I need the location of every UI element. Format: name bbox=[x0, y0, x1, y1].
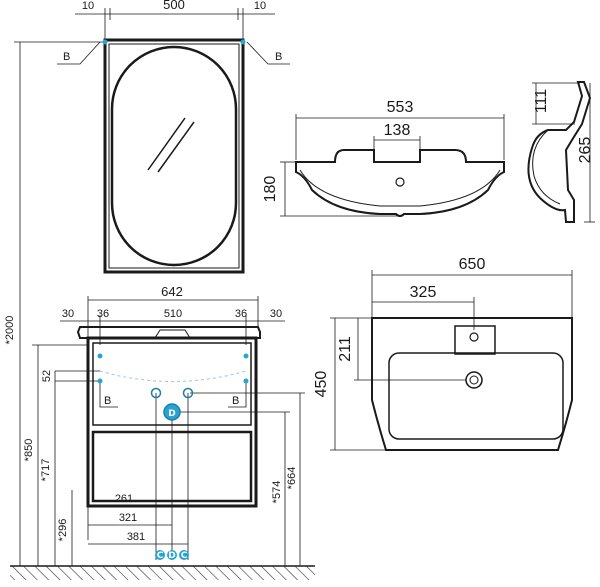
cabinet-view bbox=[32, 296, 305, 566]
mirror-view bbox=[14, 8, 290, 566]
mirror-dim-width: 500 bbox=[163, 0, 185, 12]
cabinet-fixing-points bbox=[97, 353, 249, 384]
basin-side-height: 265 bbox=[577, 137, 594, 164]
legend-marker-1: C bbox=[157, 551, 164, 561]
mirror-frame-inner bbox=[108, 43, 240, 269]
cabinet-section-right: B bbox=[232, 395, 239, 407]
height-574: *574 bbox=[271, 481, 283, 504]
basin-front-height: 180 bbox=[262, 176, 279, 203]
basin-front-profile bbox=[295, 149, 505, 217]
basin-tap-deck bbox=[454, 325, 496, 355]
mirror-frame bbox=[103, 38, 245, 274]
cabinet-basin-top bbox=[76, 326, 261, 339]
basin-top-width: 650 bbox=[459, 256, 486, 273]
basin-side-view bbox=[527, 81, 595, 223]
cabinet-dim-4: 36 bbox=[235, 308, 247, 320]
basin-top-bowl bbox=[388, 352, 564, 440]
basin-side-profile bbox=[527, 81, 592, 223]
floor-hatch bbox=[10, 566, 315, 580]
legend-marker-2: D bbox=[168, 551, 175, 561]
height-664: *664 bbox=[286, 467, 298, 490]
basin-top-outline bbox=[371, 317, 573, 451]
drain-marker bbox=[163, 403, 181, 421]
water-inlet-marker bbox=[182, 387, 194, 399]
mirror-dim-left: 10 bbox=[82, 0, 94, 12]
height-717: *717 bbox=[40, 459, 52, 482]
basin-top-tap-offset: 211 bbox=[337, 336, 354, 362]
water-inlet-marker bbox=[150, 387, 162, 399]
legend-marker-3: C bbox=[181, 551, 188, 561]
cabinet-overall-width: 642 bbox=[161, 284, 183, 299]
height-850: *850 bbox=[23, 439, 35, 462]
basin-top-half: 325 bbox=[410, 284, 437, 301]
mirror-glass-oval bbox=[110, 45, 238, 267]
bottom-dim-381: 381 bbox=[127, 531, 145, 543]
cabinet-dim-3: 510 bbox=[164, 308, 182, 320]
basin-front-width: 553 bbox=[387, 99, 414, 116]
basin-front-view bbox=[280, 114, 505, 217]
cabinet-dim-1: 30 bbox=[62, 308, 74, 320]
basin-top-view bbox=[330, 270, 573, 451]
basin-top-depth: 450 bbox=[313, 371, 330, 398]
cabinet-section-left: B bbox=[104, 395, 111, 407]
fixing-point-marker bbox=[102, 39, 108, 45]
mirror-dim-right: 10 bbox=[254, 0, 266, 12]
mirror-section-left: B bbox=[63, 51, 70, 63]
bottom-dim-321: 321 bbox=[119, 512, 137, 524]
bottom-dim-261: 261 bbox=[115, 493, 133, 505]
cabinet-dim-2: 36 bbox=[97, 308, 109, 320]
height-296: *296 bbox=[57, 519, 69, 542]
cabinet-side-dim: 52 bbox=[41, 370, 53, 382]
basin-side-top: 111 bbox=[533, 89, 550, 113]
fixing-point-marker bbox=[240, 39, 246, 45]
drain-marker-label: D bbox=[168, 409, 175, 419]
basin-front-inner: 138 bbox=[384, 122, 411, 139]
legend-markers bbox=[155, 550, 189, 560]
mirror-section-right: B bbox=[275, 51, 282, 63]
cabinet-dim-5: 30 bbox=[270, 308, 282, 320]
height-2000: *2000 bbox=[4, 316, 16, 345]
